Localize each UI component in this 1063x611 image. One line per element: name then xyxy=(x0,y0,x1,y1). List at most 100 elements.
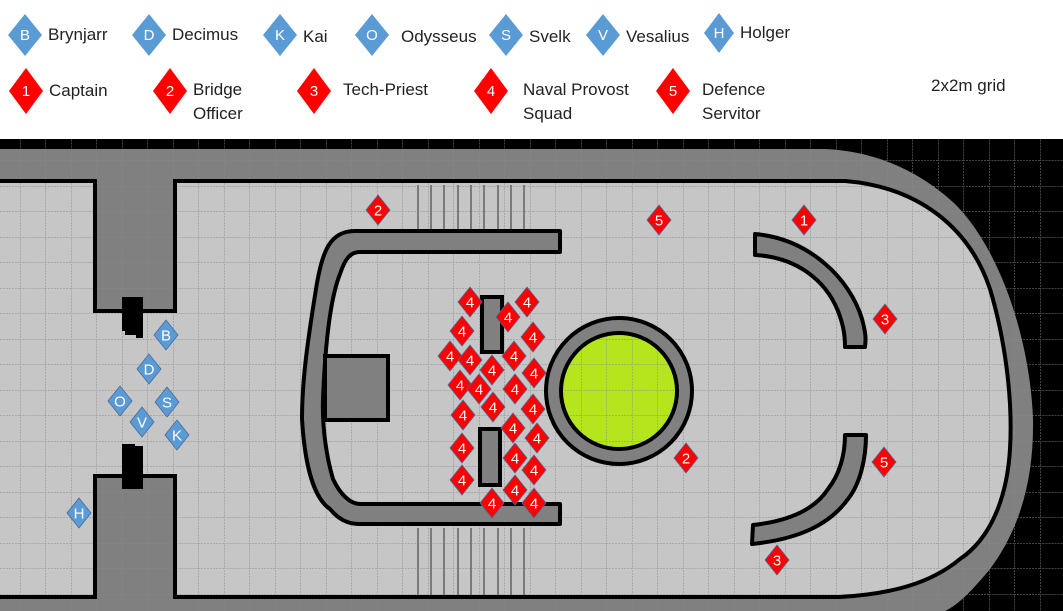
player-token-o-label: O xyxy=(114,394,126,411)
enemy-token-4[interactable]: 4 xyxy=(495,301,521,333)
enemy-token-2-label: 2 xyxy=(374,203,382,220)
legend-label: Odysseus xyxy=(401,27,477,46)
enemy-token-4[interactable]: 4 xyxy=(457,344,483,376)
enemy-token-4-label: 4 xyxy=(504,310,512,327)
upper-stairs xyxy=(417,185,525,229)
player-token-k[interactable]: K xyxy=(164,419,190,451)
enemy-token-icon: 3 xyxy=(297,68,331,114)
player-token-icon: V xyxy=(586,14,620,56)
enemy-token-4[interactable]: 4 xyxy=(520,321,546,353)
enemy-token-4[interactable]: 4 xyxy=(521,357,547,389)
player-token-b-shape xyxy=(153,319,179,351)
player-token-d-label: D xyxy=(144,362,155,379)
player-token-h[interactable]: H xyxy=(66,497,92,529)
enemy-token-4-shape xyxy=(480,391,506,423)
enemy-token-4-label: 4 xyxy=(530,463,538,480)
legend-player-vesalius: V Vesalius xyxy=(586,14,689,56)
upper-door[interactable] xyxy=(122,297,143,338)
enemy-token-4-label: 4 xyxy=(458,441,466,458)
player-token-h-shape xyxy=(66,497,92,529)
enemy-token-4-label: 4 xyxy=(459,408,467,425)
enemy-token-4[interactable]: 4 xyxy=(479,487,505,519)
enemy-token-4-label: 4 xyxy=(510,349,518,366)
enemy-token-2[interactable]: 2 xyxy=(673,442,699,474)
enemy-token-4-label: 4 xyxy=(529,402,537,419)
player-token-b[interactable]: B xyxy=(153,319,179,351)
enemy-token-4[interactable]: 4 xyxy=(524,422,550,454)
enemy-token-4-label: 4 xyxy=(458,324,466,341)
enemy-token-4-label: 4 xyxy=(466,353,474,370)
enemy-token-4-label: 4 xyxy=(509,421,517,438)
enemy-token-4-shape xyxy=(449,432,475,464)
enemy-token-4[interactable]: 4 xyxy=(521,454,547,486)
enemy-token-4[interactable]: 4 xyxy=(466,373,492,405)
enemy-token-5[interactable]: 5 xyxy=(646,204,672,236)
enemy-token-4-shape xyxy=(514,286,540,318)
enemy-token-4[interactable]: 4 xyxy=(447,369,473,401)
legend-label: Tech-Priest xyxy=(343,80,429,99)
enemy-token-4[interactable]: 4 xyxy=(521,487,547,519)
enemy-token-4[interactable]: 4 xyxy=(457,286,483,318)
enemy-token-icon: 4 xyxy=(474,68,508,114)
grid-scale-note: 2x2m grid xyxy=(931,76,1006,95)
enemy-token-5-shape xyxy=(646,204,672,236)
enemy-token-4-label: 4 xyxy=(533,431,541,448)
enemy-token-4[interactable]: 4 xyxy=(500,412,526,444)
enemy-token-4-label: 4 xyxy=(511,382,519,399)
enemy-token-4-label: 4 xyxy=(523,295,531,312)
enemy-token-3[interactable]: 3 xyxy=(764,544,790,576)
player-token-s-label: S xyxy=(162,395,172,412)
enemy-token-4[interactable]: 4 xyxy=(437,340,463,372)
enemy-token-4-label: 4 xyxy=(489,400,497,417)
enemy-token-5-label: 5 xyxy=(655,213,663,230)
enemy-token-1-shape xyxy=(791,204,817,236)
player-token-icon: O xyxy=(355,14,389,56)
player-token-o[interactable]: O xyxy=(107,385,133,417)
enemy-token-4[interactable]: 4 xyxy=(450,399,476,431)
enemy-token-4[interactable]: 4 xyxy=(502,373,528,405)
console-block[interactable] xyxy=(323,354,390,422)
player-token-v[interactable]: V xyxy=(129,406,155,438)
enemy-token-4[interactable]: 4 xyxy=(520,393,546,425)
enemy-token-4[interactable]: 4 xyxy=(479,354,505,386)
enemy-token-4-shape xyxy=(447,369,473,401)
enemy-token-4-label: 4 xyxy=(458,473,466,490)
enemy-token-4[interactable]: 4 xyxy=(514,286,540,318)
enemy-token-1[interactable]: 1 xyxy=(791,204,817,236)
enemy-token-3-label: 3 xyxy=(773,553,781,570)
enemy-token-4-shape xyxy=(502,373,528,405)
legend-label: Vesalius xyxy=(626,27,690,46)
enemy-token-icon: 1 xyxy=(9,68,43,114)
legend-enemy-tech-priest: 3 Tech-Priest xyxy=(297,68,428,114)
player-token-s-shape xyxy=(154,386,180,418)
enemy-token-4[interactable]: 4 xyxy=(501,340,527,372)
enemy-token-4-shape xyxy=(437,340,463,372)
enemy-token-4[interactable]: 4 xyxy=(449,464,475,496)
player-token-s[interactable]: S xyxy=(154,386,180,418)
enemy-token-4[interactable]: 4 xyxy=(449,432,475,464)
player-token-h-label: H xyxy=(74,506,85,523)
enemy-token-4-shape xyxy=(449,315,475,347)
enemy-token-icon: 2 xyxy=(153,68,187,114)
player-token-d[interactable]: D xyxy=(136,353,162,385)
legend-label: Brynjarr xyxy=(48,25,108,44)
lower-door[interactable] xyxy=(122,444,143,489)
enemy-token-4-label: 4 xyxy=(466,295,474,312)
legend-enemy-captain: 1 Captain xyxy=(9,68,108,114)
enemy-token-4-label: 4 xyxy=(446,349,454,366)
legend-label: Decimus xyxy=(172,25,239,44)
player-token-icon: D xyxy=(132,14,166,56)
enemy-token-4[interactable]: 4 xyxy=(502,474,528,506)
enemy-token-2[interactable]: 2 xyxy=(365,194,391,226)
enemy-token-4-label: 4 xyxy=(529,330,537,347)
enemy-token-3[interactable]: 3 xyxy=(872,303,898,335)
player-token-b-label: B xyxy=(161,328,171,345)
enemy-token-5[interactable]: 5 xyxy=(871,446,897,478)
legend-player-kai: K Kai xyxy=(263,14,328,56)
enemy-token-4[interactable]: 4 xyxy=(480,391,506,423)
enemy-token-4-shape xyxy=(479,487,505,519)
enemy-token-4[interactable]: 4 xyxy=(502,442,528,474)
enemy-token-4[interactable]: 4 xyxy=(449,315,475,347)
enemy-token-4-shape xyxy=(501,340,527,372)
